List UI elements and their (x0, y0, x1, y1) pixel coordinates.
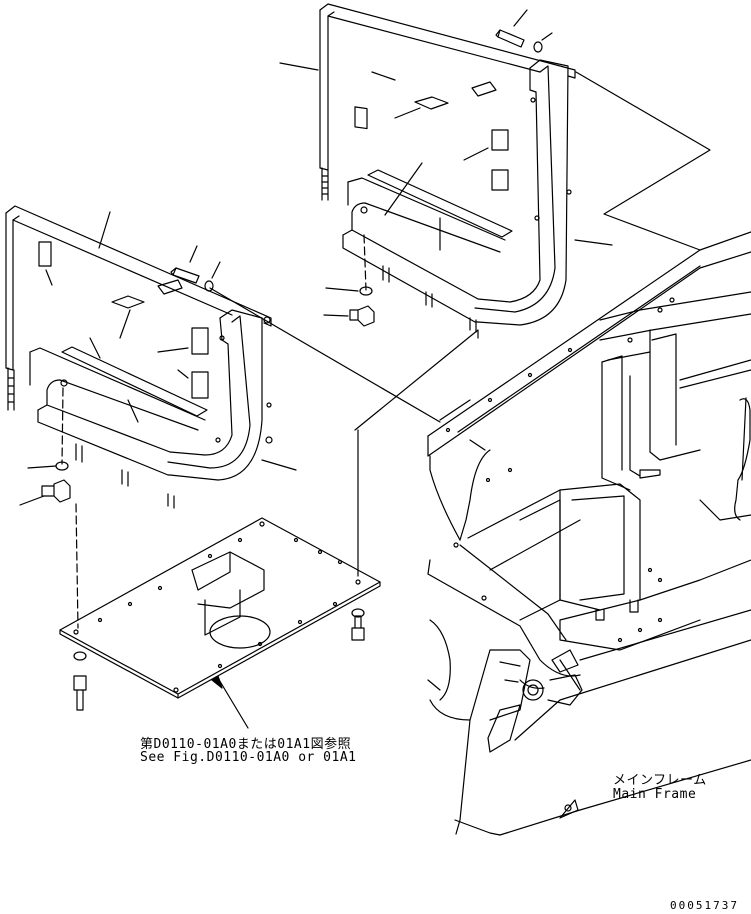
lower-bracket (5, 205, 297, 509)
drawing-id: 00051737 (670, 899, 739, 912)
reference-arrow-line (217, 677, 249, 729)
leader-lower (209, 287, 441, 423)
floor-plate (59, 429, 381, 729)
upper-bracket (279, 3, 613, 333)
leader-upper (575, 71, 711, 251)
reference-note-english: See Fig.D0110-01A0 or 01A1 (140, 750, 357, 765)
main-frame (427, 231, 751, 836)
reference-note-japanese: 第D0110-01A0または01A1図参照 (140, 737, 352, 752)
main-frame-label-english: Main Frame (613, 787, 697, 802)
main-frame-label-japanese: メインフレーム (613, 773, 707, 788)
leader-plate (354, 329, 479, 431)
